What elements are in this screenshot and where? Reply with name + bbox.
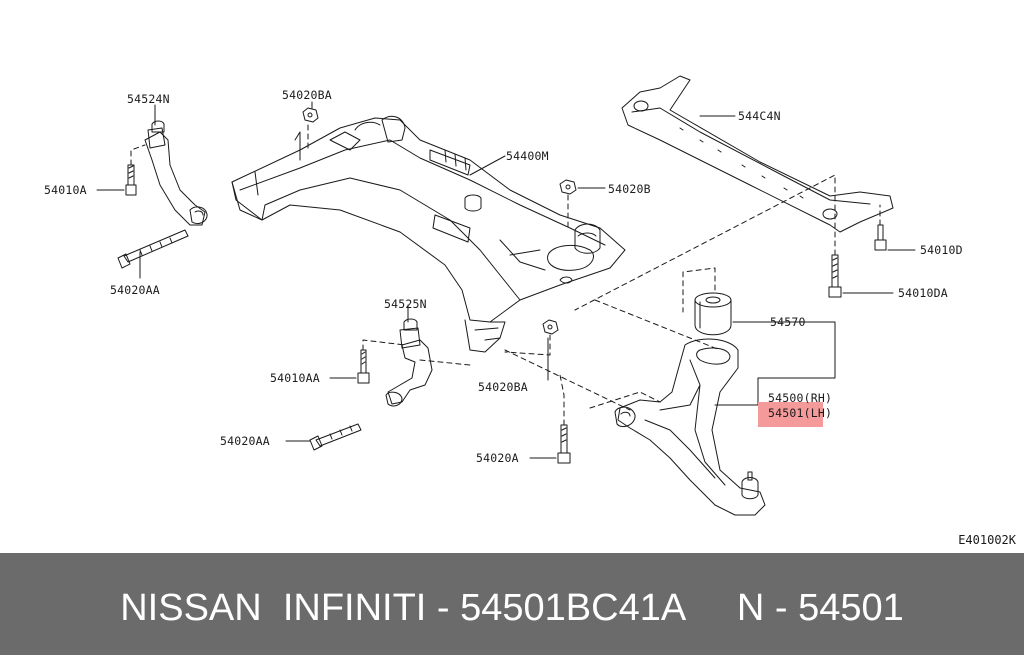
bolt-54020AA-top [117,229,189,269]
part-label-54400M: 54400M [506,149,549,163]
part-label-54010A: 54010A [44,183,87,197]
bolt-54020A [557,424,571,464]
bolt-54010D [874,224,887,251]
diagram-code: E401002K [958,533,1016,547]
nut-54020B [559,179,577,195]
part-label-54501-lh: 54501(LH) [768,406,833,420]
part-label-54525N: 54525N [384,297,427,311]
part-label-544C4N: 544C4N [738,109,781,123]
nut-54020BA-bottom [542,319,559,335]
part-label-54524N: 54524N [127,92,170,106]
link-54525N [385,318,433,407]
part-label-54010DA: 54010DA [898,286,948,300]
front-subframe [231,115,626,353]
leader-lines [96,101,916,459]
link-54524N [144,120,208,226]
part-highlight [758,402,823,427]
part-label-54020AA-top: 54020AA [110,283,160,297]
footer-banner: NISSAN INFINITI - 54501BC41A N - 54501 [0,553,1024,655]
rear-member [621,75,894,233]
bolt-54010AA [357,349,370,384]
part-label-54020BA-bottom: 54020BA [478,380,528,394]
nut-54020BA-top [302,107,319,123]
part-label-54020BA-top: 54020BA [282,88,332,102]
part-label-54010D: 54010D [920,243,963,257]
assembly-lines [130,124,881,426]
bushing-54570 [694,292,732,336]
part-label-54020AA-bottom: 54020AA [220,434,270,448]
bolt-54010DA [828,254,842,298]
part-label-54020A: 54020A [476,451,519,465]
bolt-54020AA-bottom [309,423,362,451]
bolt-54010A [125,164,137,196]
part-label-54570: 54570 [770,315,806,329]
part-label-54020B: 54020B [608,182,651,196]
parts-diagram [96,75,916,516]
lower-control-arm [614,338,766,516]
footer-part-number: NISSAN INFINITI - 54501BC41A N - 54501 [120,587,904,629]
part-label-54500-rh: 54500(RH) [768,391,833,405]
part-label-54010AA: 54010AA [270,371,320,385]
